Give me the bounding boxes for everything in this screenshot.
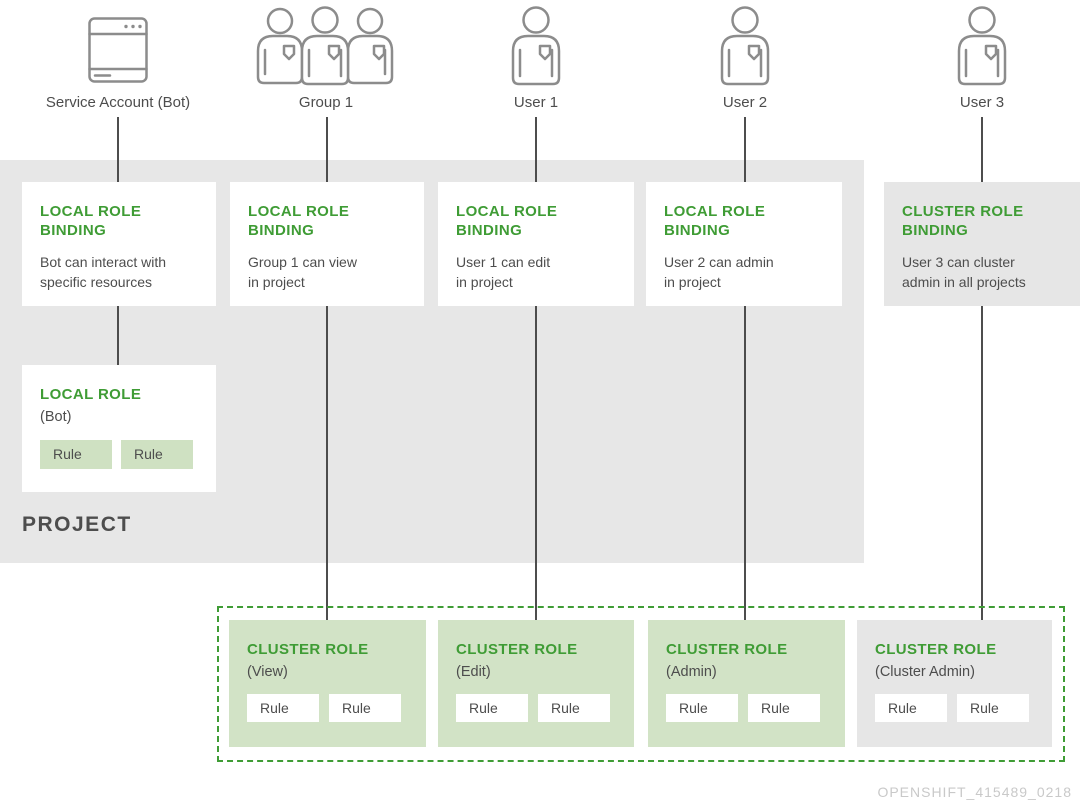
card-subtitle: (Cluster Admin) <box>875 664 975 681</box>
rule-chip: Rule <box>538 694 610 723</box>
user-icon <box>511 6 561 86</box>
connector-line <box>744 117 746 182</box>
rule-chip: Rule <box>456 694 528 723</box>
connector-line <box>117 117 119 182</box>
local-role-binding-card-user-1: LOCAL ROLE BINDING User 1 can edit in pr… <box>438 182 634 306</box>
connector-line <box>744 306 746 620</box>
card-title: LOCAL ROLE BINDING <box>664 203 766 240</box>
card-description: User 2 can admin in project <box>664 254 774 291</box>
rule-chip: Rule <box>875 694 947 723</box>
project-label: PROJECT <box>22 513 132 536</box>
card-title: CLUSTER ROLE <box>247 641 369 658</box>
cluster-role-card-view: CLUSTER ROLE (View) Rule Rule <box>229 620 426 747</box>
local-role-binding-card-user-2: LOCAL ROLE BINDING User 2 can admin in p… <box>646 182 842 306</box>
card-subtitle: (View) <box>247 664 288 681</box>
card-description: Bot can interact with specific resources <box>40 254 167 291</box>
connector-line <box>117 306 119 365</box>
connector-line <box>535 117 537 182</box>
actor-label-service-account: Service Account (Bot) <box>45 94 191 111</box>
actor-label-user-2: User 2 <box>722 94 768 111</box>
cluster-role-binding-card-user-3: CLUSTER ROLE BINDING User 3 can cluster … <box>884 182 1080 306</box>
rule-chip: Rule <box>40 440 112 470</box>
group-icon <box>256 6 394 86</box>
card-title: LOCAL ROLE <box>40 386 142 403</box>
card-title: LOCAL ROLE BINDING <box>40 203 142 240</box>
local-role-binding-card-bot: LOCAL ROLE BINDING Bot can interact with… <box>22 182 216 306</box>
card-subtitle: (Edit) <box>456 664 491 681</box>
user-icon <box>720 6 770 86</box>
card-title: LOCAL ROLE BINDING <box>456 203 558 240</box>
actor-label-user-1: User 1 <box>513 94 559 111</box>
card-description: User 3 can cluster admin in all projects <box>902 254 1026 291</box>
card-description: User 1 can edit in project <box>456 254 551 291</box>
card-description: Group 1 can view in project <box>248 254 357 291</box>
rule-chip: Rule <box>957 694 1029 723</box>
card-title: CLUSTER ROLE BINDING <box>902 203 1024 240</box>
actor-label-user-3: User 3 <box>959 94 1005 111</box>
connector-line <box>535 306 537 620</box>
local-role-card-bot: LOCAL ROLE (Bot) Rule Rule <box>22 365 216 492</box>
connector-line <box>326 306 328 620</box>
cluster-roles-zone <box>217 606 1065 762</box>
cluster-role-card-cluster-admin: CLUSTER ROLE (Cluster Admin) Rule Rule <box>857 620 1052 747</box>
rule-chip: Rule <box>329 694 401 723</box>
user-icon <box>957 6 1007 86</box>
watermark-text: OPENSHIFT_415489_0218 <box>877 784 1072 800</box>
rule-chip: Rule <box>666 694 738 723</box>
cluster-role-card-edit: CLUSTER ROLE (Edit) Rule Rule <box>438 620 634 747</box>
card-title: CLUSTER ROLE <box>875 641 997 658</box>
rule-chip: Rule <box>247 694 319 723</box>
service-account-icon <box>88 17 148 83</box>
connector-line <box>326 117 328 182</box>
cluster-role-card-admin: CLUSTER ROLE (Admin) Rule Rule <box>648 620 845 747</box>
card-subtitle: (Admin) <box>666 664 717 681</box>
actor-label-group-1: Group 1 <box>298 94 354 111</box>
rule-chip: Rule <box>121 440 193 470</box>
card-subtitle: (Bot) <box>40 409 72 426</box>
local-role-binding-card-group-1: LOCAL ROLE BINDING Group 1 can view in p… <box>230 182 424 306</box>
card-title: LOCAL ROLE BINDING <box>248 203 350 240</box>
connector-line <box>981 306 983 620</box>
connector-line <box>981 117 983 182</box>
card-title: CLUSTER ROLE <box>666 641 788 658</box>
rule-chip: Rule <box>748 694 820 723</box>
card-title: CLUSTER ROLE <box>456 641 578 658</box>
